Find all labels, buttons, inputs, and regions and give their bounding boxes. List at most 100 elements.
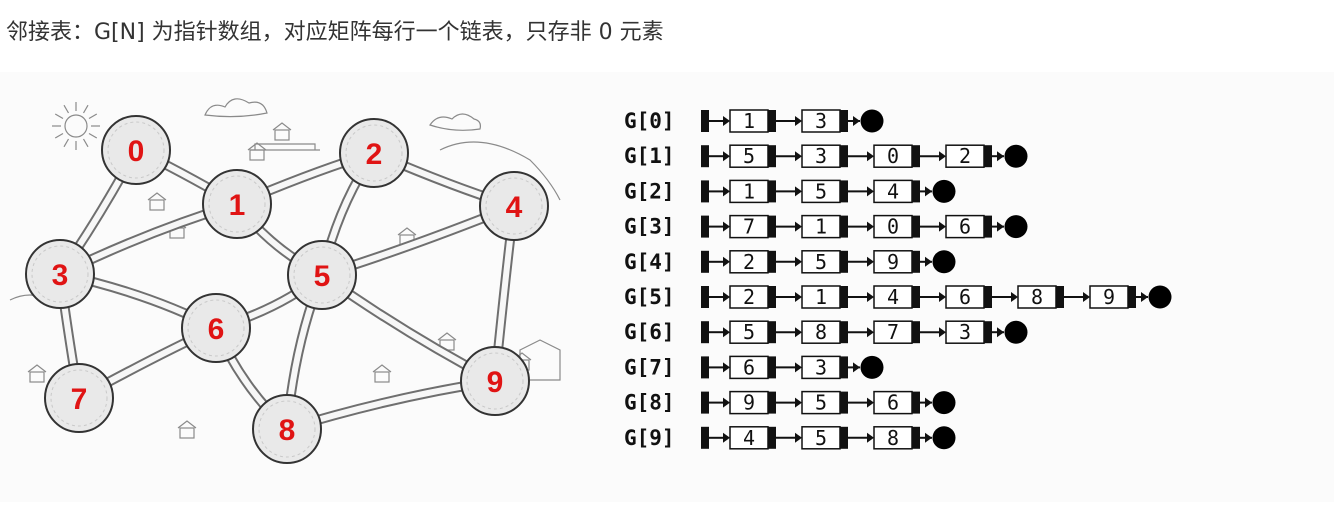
list-node-value: 9 [887,250,899,274]
node-6-circle [181,293,251,363]
node-0-label: 0 [128,135,145,168]
list-node-value: 8 [1031,285,1043,309]
list-node-value: 3 [815,109,827,133]
node-3: 3 [25,239,95,309]
arrow-head [795,362,802,373]
node-9: 9 [460,346,530,416]
head-pointer [701,250,709,273]
list-node-value: 5 [743,144,755,168]
arrow-head [939,221,946,232]
arrow-head [723,292,730,302]
next-pointer [912,286,920,308]
node-8-circle [252,394,322,464]
head-pointer [701,286,709,308]
next-pointer [984,286,992,308]
node-5-circle [287,240,357,310]
next-pointer [840,250,848,273]
row-label: G[1] [624,144,675,168]
null-terminator [932,250,956,274]
node-6: 6 [181,293,251,363]
list-node-value: 1 [743,109,755,133]
next-pointer [768,215,776,238]
list-node-value: 8 [815,320,827,344]
arrow-head [867,221,874,232]
node-0: 0 [101,115,171,185]
next-pointer [840,356,848,379]
arrow-head [867,292,874,302]
node-8: 8 [252,394,322,464]
node-9-texture [466,352,524,410]
list-node-value: 6 [887,391,899,415]
row-label: G[4] [624,250,675,274]
node-1-circle [202,169,272,239]
next-pointer [840,426,848,449]
next-pointer [840,110,848,132]
next-pointer [1056,286,1064,308]
arrow-head [795,151,802,162]
list-node-value: 5 [815,391,827,415]
arrow-head [723,362,730,373]
node-7-circle [44,363,114,433]
row-label: G[0] [624,109,675,133]
null-terminator [860,109,884,133]
node-0-circle [101,115,171,185]
list-node-value: 1 [815,215,827,239]
arrow-head [939,292,946,302]
arrow-head [795,221,802,232]
next-pointer [768,250,776,273]
node-2-texture [345,124,403,182]
node-7-texture [50,369,108,427]
arrow-head [925,432,932,443]
node-9-circle [460,346,530,416]
row-label: G[8] [624,391,675,415]
node-4-label: 4 [506,191,523,224]
node-8-label: 8 [279,414,296,447]
next-pointer [912,250,920,273]
list-node-value: 3 [815,144,827,168]
row-label: G[9] [624,426,675,450]
adjacency-row-0: G[0] 1 3 [624,109,884,133]
arrow-head [997,151,1004,162]
null-terminator [932,179,956,203]
caption: 邻接表：G[N] 为指针数组，对应矩阵每行一个链表，只存非 0 元素 [6,20,664,45]
null-terminator [1004,144,1028,168]
next-pointer [984,215,992,238]
arrow-head [867,327,874,338]
head-pointer [701,215,709,238]
next-pointer [912,145,920,168]
node-2-label: 2 [366,138,383,171]
arrow-head [867,397,874,408]
list-node-value: 2 [743,250,755,274]
null-terminator [1004,215,1028,239]
node-5-texture [293,246,351,304]
node-3-label: 3 [52,259,69,292]
next-pointer [768,356,776,379]
node-1-label: 1 [229,189,246,222]
head-pointer [701,321,709,344]
head-pointer [701,145,709,168]
arrow-head [939,327,946,338]
next-pointer [912,391,920,414]
next-pointer [840,286,848,308]
arrow-head [997,221,1004,232]
arrow-head [997,327,1004,338]
list-node-value: 1 [815,285,827,309]
next-pointer [912,426,920,449]
list-node-value: 5 [815,426,827,450]
arrow-head [867,151,874,162]
node-3-texture [31,245,89,303]
arrow-head [1141,292,1148,302]
node-9-label: 9 [487,366,504,399]
head-pointer [701,356,709,379]
arrow-head [1083,292,1090,302]
node-3-circle [25,239,95,309]
head-pointer [701,110,709,132]
list-node-value: 6 [743,355,755,379]
node-2-circle [339,118,409,188]
